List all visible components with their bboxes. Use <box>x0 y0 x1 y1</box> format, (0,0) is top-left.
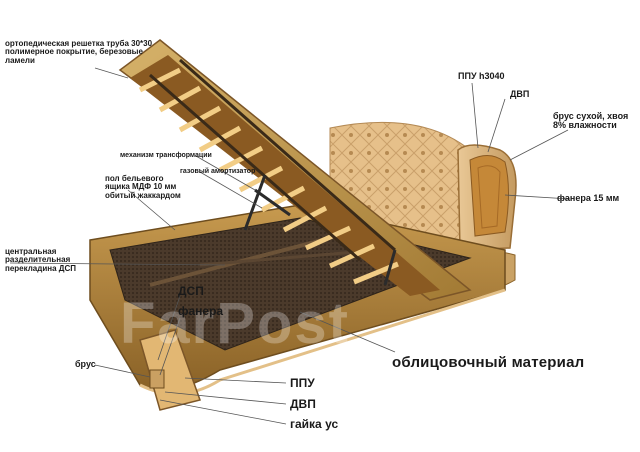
pointer-lines <box>9 67 571 425</box>
label-plywood: фанера <box>178 304 224 318</box>
label-dvp-bottom: ДВП <box>290 397 316 411</box>
lift-mechanism <box>243 174 397 286</box>
label-dvp-top: ДВП <box>510 89 530 99</box>
orthopedic-lid <box>118 39 472 301</box>
watermark: FarPost <box>120 291 350 356</box>
label-transform-mechanism: механизм трансформации <box>120 152 212 159</box>
label-ppu: ППУ <box>290 376 315 390</box>
label-nut: гайка ус <box>290 417 339 431</box>
label-dry-beam: брус сухой, хвоя 8% влажности <box>553 111 629 131</box>
label-plywood-15: фанера 15 мм <box>557 193 620 203</box>
label-ppu-h3040: ППУ h3040 <box>458 71 505 81</box>
label-drawer-floor: пол бельевого ящика МДФ 10 мм обитый жак… <box>105 174 181 200</box>
label-beam: брус <box>75 359 96 369</box>
label-facing-material: облицовочный материал <box>392 354 585 371</box>
label-dsp: ДСП <box>178 284 204 298</box>
label-gas-shock: газовый амортизатор <box>180 168 256 175</box>
label-orthopedic-grid: ортопедическая решетка труба 30*30 полим… <box>5 39 153 65</box>
label-central-crossbar: центральная разделительная перекладина Д… <box>5 247 76 273</box>
